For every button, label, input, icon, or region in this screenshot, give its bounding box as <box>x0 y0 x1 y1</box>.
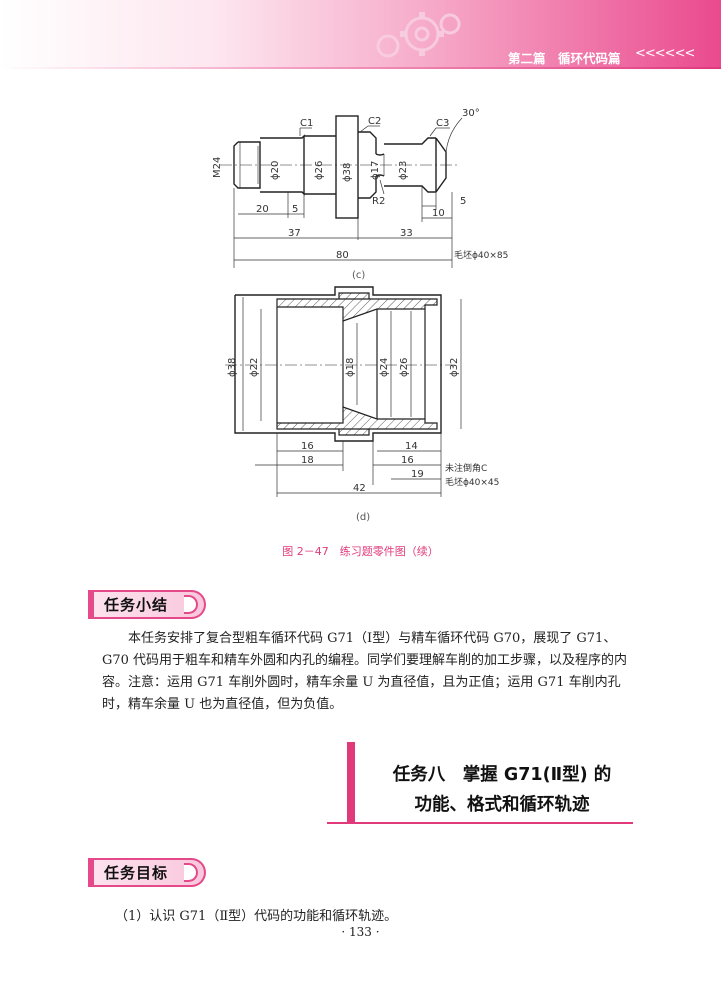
dim-l18: 18 <box>301 455 314 466</box>
dim-l16a: 16 <box>301 441 314 452</box>
task-title-line2: 功能、格式和循环轨迹 <box>414 795 590 815</box>
dim-l37: 37 <box>288 228 301 239</box>
section-tab-summary: 任务小结 <box>88 590 206 619</box>
dim-d17: ϕ17 <box>370 161 381 180</box>
dim-c2: C2 <box>368 116 381 127</box>
blank-note-c: 毛坯ϕ40×85 <box>454 249 508 261</box>
dim-m24: M24 <box>212 157 223 178</box>
task-title: 任务八 掌握 G71(Ⅱ型) 的 功能、格式和循环轨迹 <box>362 760 642 820</box>
page-header <box>0 0 721 68</box>
chevron-arrows-icon: <<<<<< <box>635 46 695 61</box>
section-title: 任务目标 <box>104 864 169 882</box>
chamfer-note-d: 未注倒角C <box>445 462 487 474</box>
dim-l16b: 16 <box>401 455 414 466</box>
dim-l80: 80 <box>336 250 349 261</box>
caption-d: (d) <box>356 512 371 523</box>
dim-l14: 14 <box>405 441 418 452</box>
dim-l33: 33 <box>400 228 413 239</box>
dim-d26: ϕ26 <box>399 358 410 377</box>
dim-l10: 10 <box>432 208 445 219</box>
dim-angle: 30° <box>462 108 480 119</box>
dim-d22: ϕ22 <box>249 358 260 377</box>
dim-d20: ϕ20 <box>270 161 281 180</box>
dim-d26: ϕ26 <box>314 161 325 180</box>
dim-d23: ϕ23 <box>398 161 409 180</box>
section-tab-objectives: 任务目标 <box>88 858 206 887</box>
dim-l42: 42 <box>353 483 366 494</box>
dim-c3: C3 <box>436 118 449 129</box>
task-accent-bar <box>347 742 355 824</box>
figure-caption: 图 2－47 练习题零件图（续） <box>282 545 439 558</box>
dim-d32: ϕ32 <box>449 358 460 377</box>
dim-d18: ϕ18 <box>345 358 356 377</box>
objective-item-1: （1）认识 G71（Ⅱ型）代码的功能和循环轨迹。 <box>115 909 398 924</box>
drawing-part-c: M24 ϕ20 ϕ26 ϕ38 ϕ17 ϕ23 C1 C2 C3 30° R2 … <box>212 108 508 268</box>
dim-l20: 20 <box>256 204 269 215</box>
page-number: · 133 · <box>341 925 380 939</box>
caption-c: (c) <box>352 270 366 281</box>
gear-icon <box>376 12 461 58</box>
task-title-line1: 任务八 掌握 G71(Ⅱ型) 的 <box>392 765 612 785</box>
header-rule <box>0 67 721 69</box>
blank-note-d: 毛坯ϕ40×45 <box>445 476 499 488</box>
dim-r2: R2 <box>372 196 385 207</box>
task-underline <box>327 822 633 824</box>
summary-paragraph: 本任务安排了复合型粗车循环代码 G71（Ⅰ型）与精车循环代码 G70，展现了 G… <box>102 631 628 712</box>
dim-c1: C1 <box>300 118 313 129</box>
drawing-part-d: ϕ38 ϕ22 ϕ18 ϕ24 ϕ26 ϕ32 16 18 14 16 19 4… <box>225 286 499 497</box>
dim-d38: ϕ38 <box>342 163 353 182</box>
section-title: 任务小结 <box>104 596 169 614</box>
dim-d24: ϕ24 <box>379 358 390 377</box>
chapter-title: 第二篇 循环代码篇 <box>508 51 621 66</box>
dim-l5a: 5 <box>292 204 298 215</box>
dim-l5b: 5 <box>460 196 466 207</box>
dim-l19: 19 <box>411 469 424 480</box>
dim-d38: ϕ38 <box>227 358 238 377</box>
